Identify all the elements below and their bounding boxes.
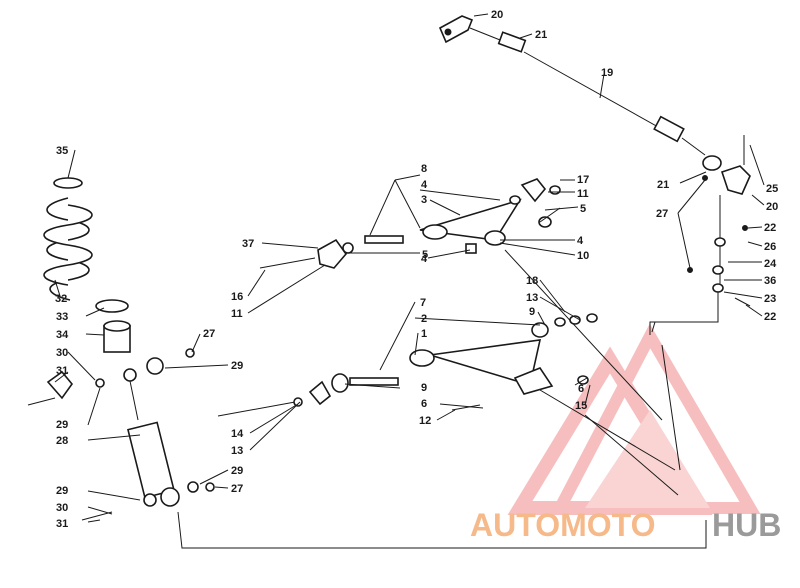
label-25: 25 <box>766 183 778 195</box>
watermark-text-hub: HUB <box>712 507 781 543</box>
leader-lines <box>54 13 765 523</box>
label-5: 5 <box>422 249 428 261</box>
label-37: 37 <box>242 238 254 250</box>
label-30: 30 <box>56 502 68 514</box>
lower-a-arm-assembly <box>217 313 598 417</box>
label-32: 32 <box>55 293 67 305</box>
label-20: 20 <box>766 201 778 213</box>
label-17: 17 <box>577 174 589 186</box>
label-29: 29 <box>56 419 68 431</box>
label-33: 33 <box>56 311 68 323</box>
label-1: 1 <box>421 328 427 340</box>
label-14: 14 <box>231 428 244 440</box>
label-36: 36 <box>764 275 776 287</box>
label-30: 30 <box>56 347 68 359</box>
watermark-text-automoto: AUTOMOTO <box>470 507 655 543</box>
label-29: 29 <box>231 465 243 477</box>
label-11: 11 <box>577 188 589 200</box>
label-12: 12 <box>419 415 431 427</box>
label-31: 31 <box>56 518 68 530</box>
label-27: 27 <box>203 328 215 340</box>
part-labels: 20 21 19 25 21 20 27 22 26 24 36 23 22 8… <box>55 9 778 530</box>
label-4: 4 <box>577 235 584 247</box>
label-2: 2 <box>421 313 427 325</box>
label-27: 27 <box>231 483 243 495</box>
watermark-brand: AUTOMOTO HUB <box>470 507 781 543</box>
shock-spring-assembly <box>27 177 215 521</box>
label-31: 31 <box>56 365 68 377</box>
label-13: 13 <box>526 292 538 304</box>
label-34: 34 <box>56 329 69 341</box>
label-16: 16 <box>231 291 243 303</box>
label-21: 21 <box>535 29 547 41</box>
label-9: 9 <box>421 382 427 394</box>
label-24: 24 <box>764 258 777 270</box>
label-22: 22 <box>764 222 776 234</box>
assembly-lines <box>177 249 719 549</box>
label-7: 7 <box>420 297 426 309</box>
label-35: 35 <box>56 145 68 157</box>
label-29: 29 <box>231 360 243 372</box>
label-29: 29 <box>56 485 68 497</box>
label-5: 5 <box>580 203 586 215</box>
watermark-logo-icon <box>507 323 761 515</box>
label-6: 6 <box>578 383 584 395</box>
label-13: 13 <box>231 445 243 457</box>
label-23: 23 <box>764 293 776 305</box>
label-4: 4 <box>421 253 428 265</box>
upper-a-arm-assembly <box>259 178 561 269</box>
label-18: 18 <box>526 275 538 287</box>
label-4: 4 <box>421 179 428 191</box>
label-27: 27 <box>656 208 668 220</box>
label-20: 20 <box>491 9 503 21</box>
label-15: 15 <box>575 400 587 412</box>
label-21: 21 <box>657 179 669 191</box>
label-26: 26 <box>764 241 776 253</box>
label-9: 9 <box>529 306 535 318</box>
label-8: 8 <box>421 163 427 175</box>
label-22: 22 <box>764 311 776 323</box>
label-11: 11 <box>231 308 243 320</box>
label-28: 28 <box>56 435 68 447</box>
label-6: 6 <box>421 398 427 410</box>
label-3: 3 <box>421 194 427 206</box>
label-19: 19 <box>601 67 613 79</box>
label-10: 10 <box>577 250 589 262</box>
throttle-cable-assembly <box>438 15 751 307</box>
